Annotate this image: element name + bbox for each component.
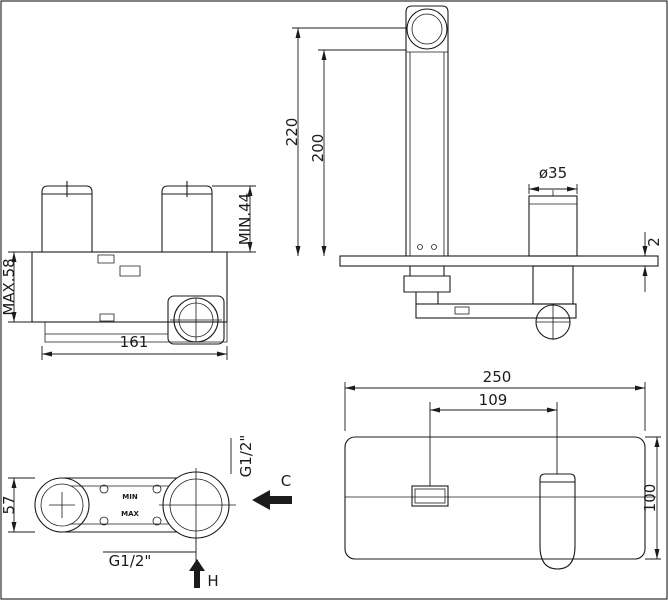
marking-max: MAX	[121, 510, 139, 518]
trim-plate-front-view: 250 109 100	[344, 368, 661, 570]
faucet-side-view: 220 200 ø35 2	[283, 5, 663, 340]
left-port-inner	[40, 483, 84, 527]
valve-below-plate	[532, 265, 574, 305]
spout-screw-right	[431, 244, 437, 250]
spout-outline	[405, 5, 449, 256]
dim-57-label: 57	[0, 495, 18, 514]
dim-d35-label: ø35	[539, 164, 567, 182]
spout-connection	[403, 265, 451, 305]
aerator-outer	[406, 8, 448, 50]
wall-plate-side	[339, 255, 659, 267]
marking-min: MIN	[122, 493, 138, 501]
dim-220-label: 220	[283, 118, 301, 147]
mounting-cylinders	[41, 181, 213, 252]
outlet-c-label: C	[281, 472, 291, 490]
dim-250-label: 250	[483, 368, 512, 386]
screw-bottom-left	[99, 516, 109, 526]
body-top-inner-edges	[70, 485, 169, 525]
inlet-h-label: H	[207, 572, 218, 590]
spout-screw-left	[417, 244, 423, 250]
dim-max58-label: MAX.58	[0, 258, 18, 315]
dim-109-label: 109	[479, 391, 508, 409]
trim-plate	[344, 436, 646, 560]
spout-outlet-inner	[414, 488, 446, 504]
dim-2-label: 2	[645, 237, 663, 247]
handle-front	[539, 473, 576, 570]
valve-body-details	[44, 254, 228, 343]
dim-200-label: 200	[309, 134, 327, 163]
screw-bottom-right	[152, 516, 162, 526]
valve-end-crosshair	[536, 304, 570, 340]
screw-top-left	[99, 484, 109, 494]
screw-top-right	[152, 484, 162, 494]
inlet-arrow-icon	[189, 559, 205, 588]
cartridge-housing	[167, 295, 225, 345]
handle-side	[528, 195, 578, 257]
outlet-arrow-icon	[252, 490, 292, 510]
handle-side-details	[529, 190, 577, 205]
port-crosshairs	[49, 468, 236, 542]
supply-detail	[454, 306, 470, 315]
valve-body	[31, 251, 228, 323]
dim-161-label: 161	[120, 333, 149, 351]
valve-top-view: MIN MAX 57 G1/2" C G1/2" H	[0, 435, 292, 590]
dim-100-label: 100	[641, 484, 659, 513]
cartridge-crosshair	[170, 298, 222, 342]
aerator-inner	[411, 13, 443, 45]
body-top-edges	[62, 477, 177, 533]
thread-g12-side-label: G1/2"	[237, 435, 255, 478]
thread-g12-bottom-label: G1/2"	[109, 552, 152, 570]
valve-front-view: MAX.58 MIN.44 161	[0, 181, 256, 360]
supply-body	[415, 303, 577, 319]
w109-extension-lines	[429, 402, 558, 486]
spout-details	[406, 51, 448, 256]
dim-min44-label: MIN.44	[236, 193, 254, 245]
